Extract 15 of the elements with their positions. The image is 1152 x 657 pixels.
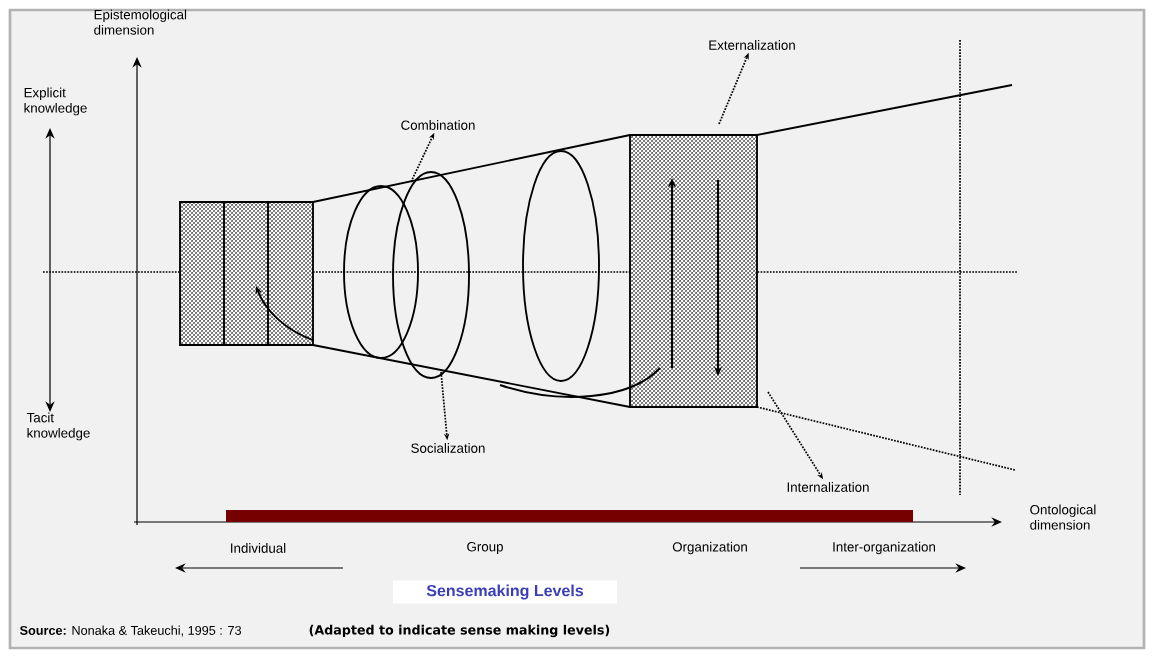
level-label: Group (467, 541, 503, 555)
axis-label: Ontological dimension (1030, 504, 1096, 530)
level-label: Organization (672, 541, 747, 555)
mode-label: Externalization (709, 40, 795, 50)
mode-label: Combination (401, 120, 475, 130)
source-note: Source: Nonaka & Takeuchi, 1995 : 73 (19, 625, 242, 637)
source-note: (Adapted to indicate sense making levels) (309, 624, 610, 638)
section-heading: Sensemaking Levels (392, 580, 618, 604)
level-label: Individual (231, 543, 286, 553)
mode-label: Socialization (411, 443, 485, 453)
axis-label: Tacit knowledge (26, 412, 90, 441)
level-label: Inter-organization (833, 541, 935, 555)
axis-label: Explicit knowledge (24, 87, 87, 116)
mode-label: Internalization (787, 482, 869, 492)
axis-label: Epistemological dimension (94, 9, 187, 35)
